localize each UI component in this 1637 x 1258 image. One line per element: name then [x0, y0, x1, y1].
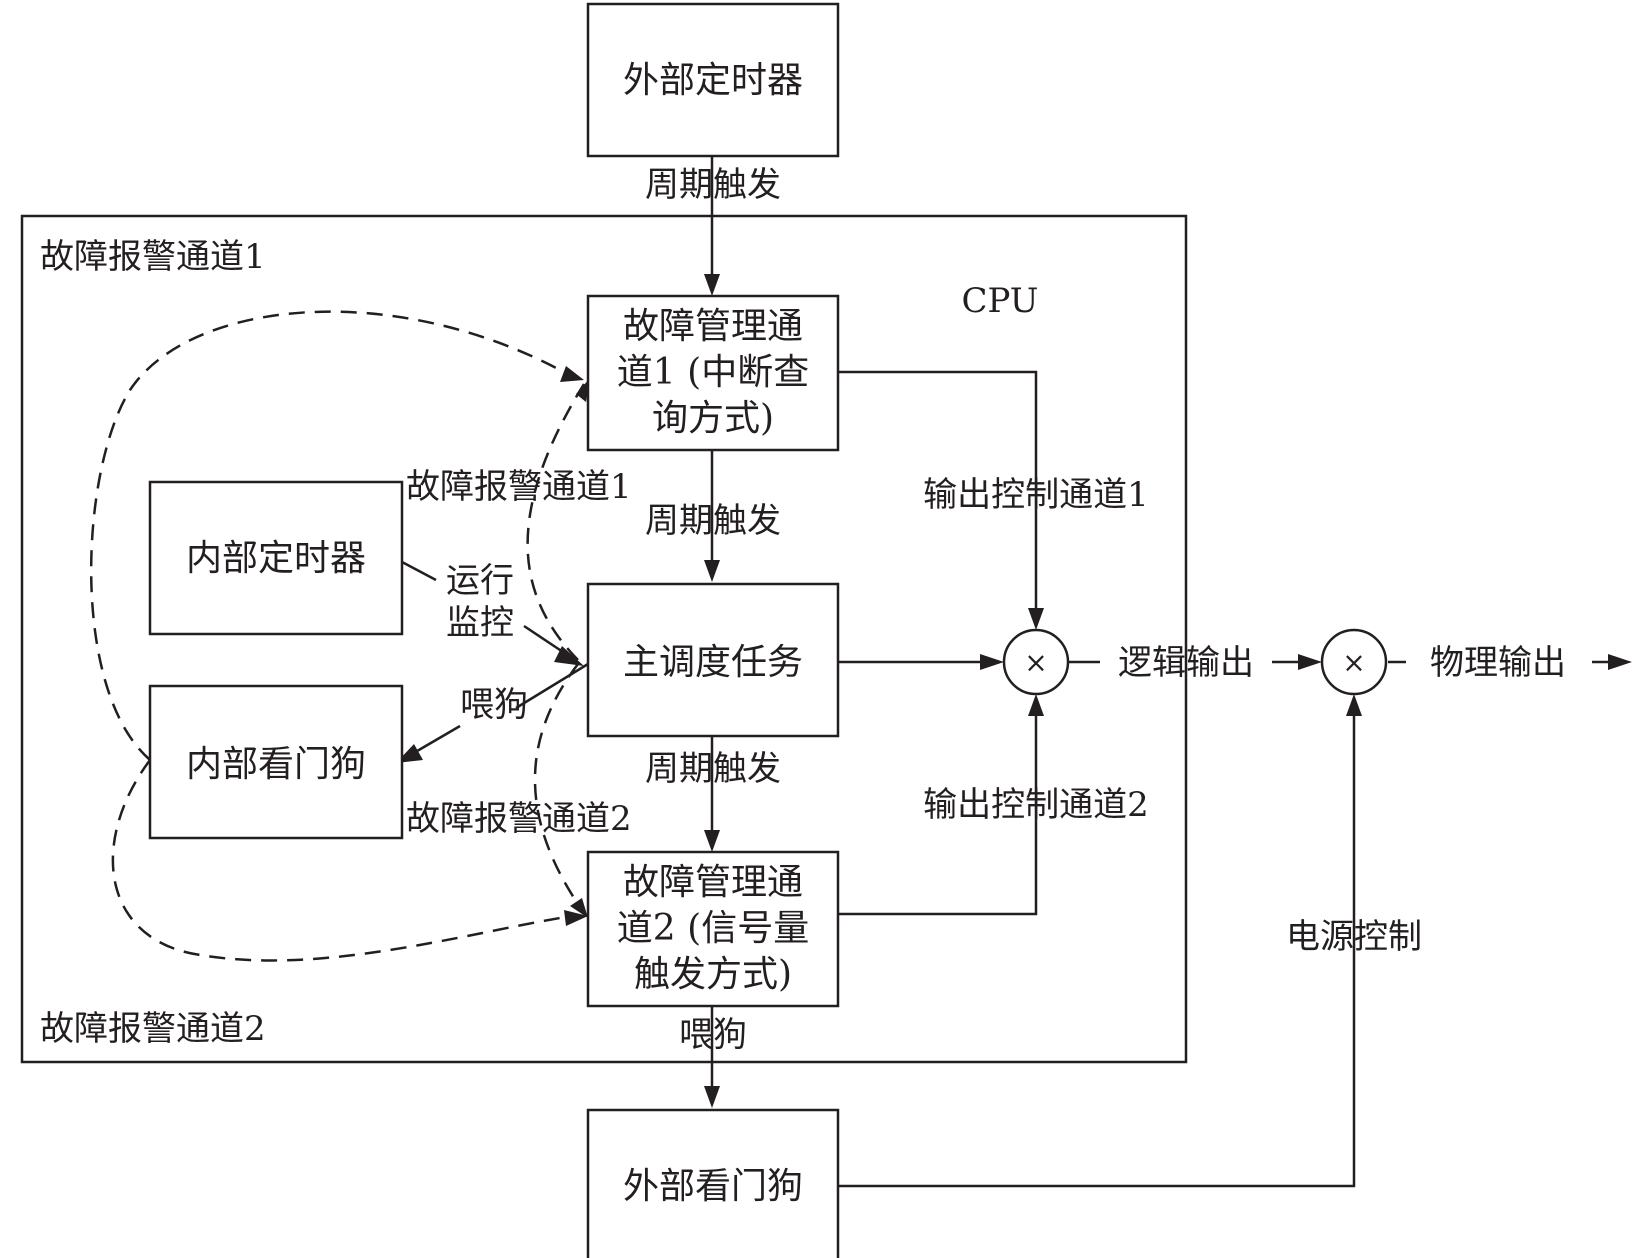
label-feed-dog-inner: 喂狗 — [460, 685, 528, 725]
block-internal-timer: 内部定时器 — [148, 480, 404, 636]
fault-ch2-label-line1: 故障管理通 — [623, 862, 803, 903]
fault-ch1-label-line1: 故障管理通 — [623, 306, 803, 347]
fault-ch2-label-line2: 道2 (信号量 — [617, 908, 809, 949]
label-logic-output: 逻辑输出 — [1118, 643, 1254, 683]
label-run-monitor-line2: 监控 — [446, 603, 514, 643]
connectors — [401, 156, 1612, 1188]
arrowhead-dashed-into-fault-ch1-bottom — [576, 378, 590, 402]
arrowhead-main-task-into-gate1 — [980, 654, 1004, 670]
label-output-ctrl-ch2: 输出控制通道2 — [923, 785, 1149, 825]
block-fault-ch1: 故障管理通 道1 (中断查 询方式) — [586, 294, 840, 452]
internal-watchdog-label: 内部看门狗 — [186, 744, 366, 785]
line-feed-dog-to-internal-watchdog — [411, 724, 461, 756]
arrowhead-dashed-into-fault-ch2-left — [564, 910, 588, 926]
external-watchdog-label: 外部看门狗 — [623, 1166, 803, 1207]
arrowhead-ctrl-ch2-into-gate1 — [1028, 694, 1044, 716]
gate2-symbol: × — [1342, 646, 1365, 679]
block-main-task: 主调度任务 — [586, 582, 840, 738]
arrowhead-dashed-into-fault-ch1-left — [560, 366, 584, 382]
gate-logic-and-1: × — [1002, 628, 1070, 696]
gate1-symbol: × — [1024, 646, 1047, 679]
line-run-monitor-to-main-task — [523, 624, 567, 656]
block-fault-ch2: 故障管理通 道2 (信号量 触发方式) — [586, 850, 840, 1008]
label-physical-output: 物理输出 — [1430, 643, 1566, 683]
block-internal-watchdog: 内部看门狗 — [148, 684, 404, 840]
arrowhead-power-control-into-gate2 — [1346, 694, 1362, 716]
label-cpu: CPU — [962, 281, 1039, 321]
line-output-ctrl-ch2 — [838, 708, 1038, 916]
line-internal-timer-to-run-monitor — [401, 560, 437, 582]
block-external-timer: 外部定时器 — [586, 2, 840, 158]
arrowhead-into-fault-ch1 — [704, 274, 720, 296]
cpu-frame — [20, 214, 1188, 1064]
fault-ch1-label-line3: 询方式) — [652, 398, 774, 439]
alarm-curves — [89, 310, 586, 962]
label-alarm-ch2-mid: 故障报警通道2 — [406, 799, 632, 839]
label-periodic-trigger-low: 周期触发 — [645, 749, 781, 789]
label-power-control: 电源控制 — [1286, 917, 1422, 957]
label-alarm-ch1-mid: 故障报警通道1 — [406, 467, 632, 507]
arrowhead-logic-output-into-gate2 — [1298, 654, 1322, 670]
external-timer-label: 外部定时器 — [623, 60, 803, 101]
label-output-ctrl-ch1: 输出控制通道1 — [923, 475, 1149, 515]
arrowheads — [396, 274, 1632, 1108]
label-run-monitor-line1: 运行 — [446, 561, 514, 601]
main-task-label: 主调度任务 — [623, 642, 803, 683]
dashed-alarm-ch1-inner — [526, 383, 586, 661]
fault-ch1-label-line2: 道1 (中断查 — [617, 352, 809, 393]
labels: CPU 故障报警通道1 故障报警通道2 周期触发 周期触发 周期触发 故障报警通… — [40, 165, 1566, 1055]
block-external-watchdog: 外部看门狗 — [586, 1108, 840, 1258]
label-feed-dog-outer: 喂狗 — [679, 1015, 747, 1055]
arrowhead-physical-output — [1608, 654, 1632, 670]
dashed-alarm-ch2-outer — [111, 759, 561, 962]
dashed-alarm-ch1-outer — [89, 310, 561, 761]
arrowhead-ctrl-ch1-into-gate1 — [1028, 608, 1044, 630]
internal-timer-label: 内部定时器 — [186, 538, 366, 579]
line-main-task-to-internal-watchdog — [515, 662, 589, 710]
arrowhead-into-fault-ch2 — [704, 830, 720, 852]
line-power-control — [838, 708, 1356, 1188]
arrowhead-run-monitor-into-main-task — [554, 646, 584, 666]
line-output-ctrl-ch1 — [838, 370, 1038, 616]
arrowhead-into-external-watchdog — [704, 1086, 720, 1108]
fault-ch2-label-line3: 触发方式) — [634, 954, 792, 995]
label-periodic-trigger-mid: 周期触发 — [645, 501, 781, 541]
label-alarm-ch1-corner: 故障报警通道1 — [40, 237, 266, 277]
arrowhead-into-main-task — [704, 560, 720, 582]
gate-logic-and-2: × — [1320, 628, 1388, 696]
label-periodic-trigger-top: 周期触发 — [645, 165, 781, 205]
arrowhead-dashed-into-fault-ch2-top — [570, 898, 588, 918]
dashed-alarm-ch2-inner — [533, 663, 584, 911]
label-alarm-ch2-corner: 故障报警通道2 — [40, 1009, 266, 1049]
